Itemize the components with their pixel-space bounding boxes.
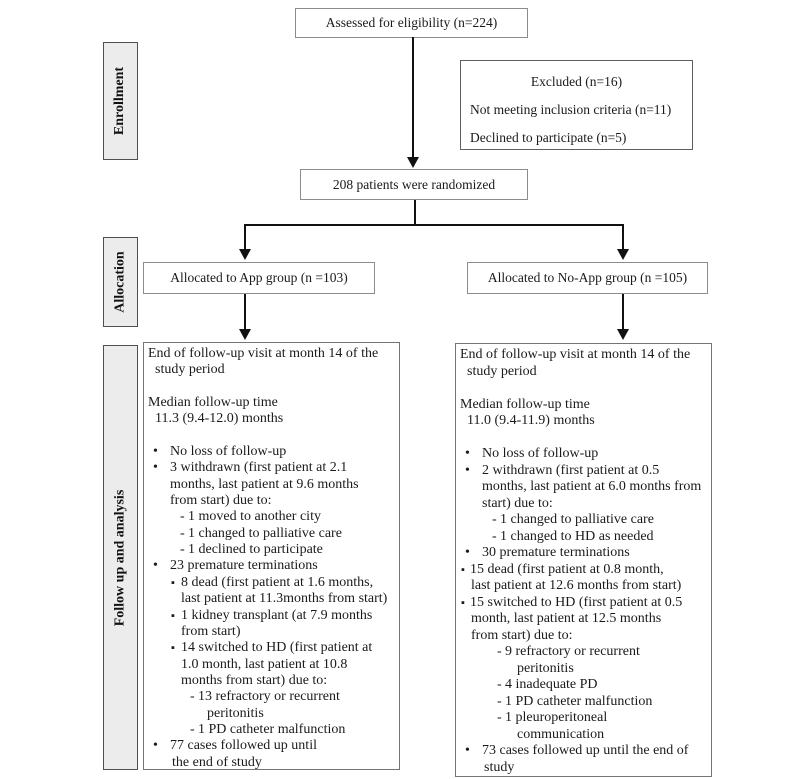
followup-app-box: End of follow-up visit at month 14 of th… [143,342,400,770]
flow-line: 4 inadequate PD [460,677,709,694]
flow-line: from start) due to: [170,493,272,509]
flow-line: last patient at 11.3months from start) [181,591,388,607]
stage-box-followup: Follow up and analysis [103,345,138,770]
flow-line [460,380,709,397]
flow-line: 11.3 (9.4-12.0) months [155,411,284,427]
stage-label-enrollment: Enrollment [112,66,128,136]
flow-line: 1.0 month, last patient at 10.8 [181,656,348,672]
flow-line: the end of study [172,754,262,770]
stage-label-followup: Follow up and analysis [112,489,128,626]
connector-branch-horizontal [244,224,624,226]
flow-line: 2 withdrawn (first patient at 0.5 [460,463,709,480]
flow-line: 13 refractory or recurrent [148,689,397,706]
alloc-noapp-box: Allocated to No-App group (n =105) [467,262,708,294]
excluded-item: Not meeting inclusion criteria (n=11) [470,102,672,117]
flow-line: last patient at 12.6 months from start) [471,578,682,593]
arrowhead-to-app [239,249,251,260]
flow-line: months, last patient at 6.0 months from [482,479,702,494]
connector-randomized-stub [414,200,416,226]
flow-line: 1 moved to another city [148,509,397,526]
flow-line: 1 changed to HD as needed [460,529,709,546]
flow-line: End of follow-up visit at month 14 of th… [460,347,691,362]
flow-line: 3 withdrawn (first patient at 2.1 [148,460,397,477]
flow-line: from start) [181,623,241,639]
assessed-box: Assessed for eligibility (n=224) [295,8,528,38]
flow-line: study period [467,363,537,379]
flow-line: No loss of follow-up [460,446,709,463]
flow-line: 30 premature terminations [460,545,709,562]
excluded-item: Declined to participate (n=5) [470,130,627,145]
flow-line: communication [517,726,605,742]
flow-line: 1 declined to participate [148,542,397,559]
excluded-box: Excluded (n=16) Not meeting inclusion cr… [460,60,693,150]
flow-line: 23 premature terminations [148,558,397,575]
flow-line: 9 refractory or recurrent [460,644,709,661]
flow-line: month, last patient at 12.5 months [471,611,662,626]
flow-line: peritonitis [517,660,574,676]
alloc-app-box: Allocated to App group (n =103) [143,262,375,294]
flow-line: End of follow-up visit at month 14 of th… [148,346,379,361]
flow-line: 77 cases followed up until [148,738,397,755]
flow-line: Median follow-up time [148,395,278,411]
flow-line: start) due to: [482,495,553,511]
flow-line: 1 kidney transplant (at 7.9 months [148,608,397,625]
flow-line: study period [155,362,225,378]
arrowhead-to-randomized [407,157,419,168]
randomized-box: 208 patients were randomized [300,169,528,200]
stage-label-allocation: Allocation [112,251,128,313]
arrowhead-app-followup [239,329,251,340]
flow-line: peritonitis [207,705,264,721]
flow-line: 15 dead (first patient at 0.8 month, [460,562,709,579]
flow-line: Median follow-up time [460,396,590,412]
followup-noapp-box: End of follow-up visit at month 14 of th… [455,343,712,777]
flow-line: 14 switched to HD (first patient at [148,640,397,657]
flow-line [148,379,397,395]
flow-line: 1 pleuroperitoneal [460,710,709,727]
flow-line [148,428,397,444]
stage-box-allocation: Allocation [103,237,138,327]
excluded-title: Excluded (n=16) [530,74,623,89]
flow-line: months, last patient at 9.6 months [170,476,359,492]
alloc-noapp-text: Allocated to No-App group (n =105) [487,270,688,285]
arrow-branch-to-app [244,224,246,249]
arrow-app-to-followup [244,294,246,329]
flow-line: No loss of follow-up [148,444,397,461]
arrow-branch-to-noapp [622,224,624,249]
flow-line: 1 changed to palliative care [460,512,709,529]
flow-line: months from start) due to: [181,672,328,688]
flow-line: 15 switched to HD (first patient at 0.5 [460,595,709,612]
stage-box-enrollment: Enrollment [103,42,138,160]
alloc-app-text: Allocated to App group (n =103) [170,270,348,285]
flow-line: 73 cases followed up until the end of [460,743,709,760]
arrow-assessed-to-randomized [412,37,414,157]
flow-line: study [484,759,515,775]
flow-line [460,430,709,447]
arrowhead-noapp-followup [617,329,629,340]
flow-line: 1 changed to palliative care [148,526,397,543]
flow-line: 1 PD catheter malfunction [148,722,397,739]
flow-line: from start) due to: [471,627,573,643]
assessed-text: Assessed for eligibility (n=224) [325,15,498,30]
flow-line: 11.0 (9.4-11.9) months [467,413,595,428]
arrowhead-to-noapp [617,249,629,260]
flow-line: 1 PD catheter malfunction [460,694,709,711]
randomized-text: 208 patients were randomized [332,176,496,192]
arrow-noapp-to-followup [622,294,624,329]
flow-line: 8 dead (first patient at 1.6 months, [148,575,397,592]
